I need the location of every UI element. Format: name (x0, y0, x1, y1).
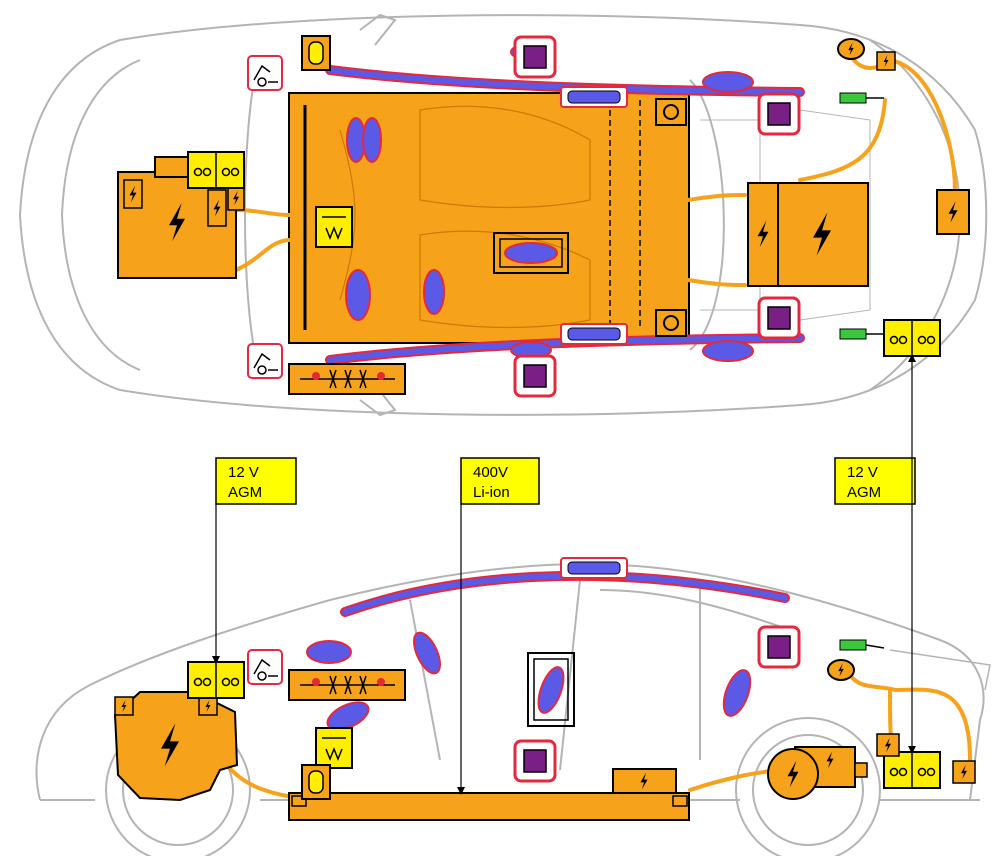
top-view-sensors (513, 35, 801, 398)
callout-front-type: AGM (228, 484, 262, 501)
airbag-icon (722, 669, 752, 717)
rear-small-hv-box (936, 189, 970, 235)
gas-inflator-icon (301, 764, 331, 800)
top-view-airbags (345, 43, 754, 362)
sensor-icon (757, 92, 801, 136)
callout-hv-type: Li-ion (473, 484, 510, 501)
airbag-icon (702, 340, 754, 362)
sensor-icon (513, 354, 557, 398)
charging-socket-icon (827, 659, 855, 681)
airbag-icon (306, 640, 352, 664)
top-view-hv-cables (234, 53, 957, 287)
top-view-gas-inflators (560, 86, 628, 345)
airbag-icon (702, 71, 754, 93)
top-view-seatbelt-pretensioners (655, 98, 687, 337)
center-airbag-top (493, 232, 569, 274)
electric-motor-icon (767, 746, 868, 800)
callout-hv-voltage: 400V (473, 464, 508, 481)
sensor-icon (757, 625, 801, 669)
battery-12v-icon (187, 151, 245, 189)
side-view-airbags (306, 631, 752, 731)
callout-rear-12v-agm: 12 V AGM (834, 354, 916, 754)
sensor-icon (757, 296, 801, 340)
airbag-icon (423, 269, 445, 315)
airbag-icon (362, 117, 382, 163)
charging-socket-icon (837, 38, 896, 71)
gas-inflator-icon (560, 86, 628, 108)
front-hv-unit-side (113, 691, 239, 802)
battery-12v-icon (883, 319, 941, 357)
callout-rear-voltage: 12 V (847, 464, 878, 481)
sensor-icon (513, 739, 557, 783)
airbag-icon (345, 269, 371, 321)
airbag-icon (326, 701, 370, 731)
airbag-control-unit (315, 727, 353, 769)
battery-12v-icon (187, 661, 245, 699)
gas-inflator-icon (560, 557, 628, 579)
rear-hv-unit-top (747, 182, 869, 287)
callout-hv-400v-li-ion: 400V Li-ion (457, 457, 540, 795)
gas-inflator-icon (301, 35, 331, 71)
seatbelt-pretensioner-icon (288, 363, 406, 395)
hv-battery-pack-side (288, 768, 690, 821)
top-view-green-connectors (839, 92, 884, 340)
airbag-icon (413, 631, 441, 675)
hood-lift-icon (247, 55, 283, 91)
green-connector-side (839, 639, 885, 651)
side-view-curtain-airbag (340, 557, 790, 617)
battery-12v-icon (883, 751, 941, 789)
callout-front-12v-agm: 12 V AGM (212, 457, 297, 664)
gas-inflator-icon (560, 323, 628, 345)
center-airbag-side (527, 652, 575, 727)
seatbelt-pretensioner-icon (288, 669, 406, 701)
rear-small-hv-boxes-side (876, 733, 976, 784)
callout-rear-type: AGM (847, 484, 881, 501)
hood-lift-icon (247, 343, 283, 379)
callout-front-voltage: 12 V (228, 464, 259, 481)
hood-lift-icon (247, 649, 283, 685)
airbag-control-unit (315, 206, 353, 248)
sensor-icon (513, 35, 557, 79)
